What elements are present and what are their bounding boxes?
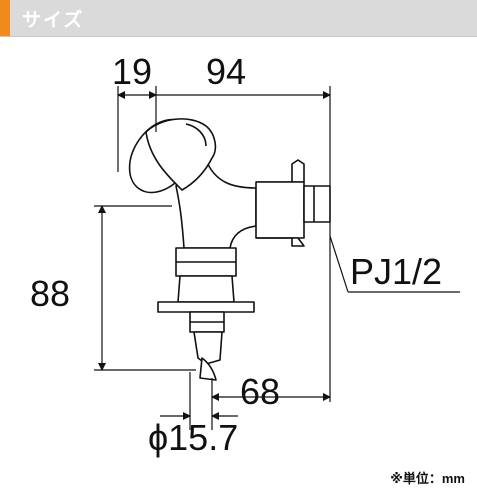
dim-top-left: 19 <box>112 51 152 92</box>
section-title: サイズ <box>22 9 85 31</box>
header-accent <box>0 0 10 36</box>
section-header: サイズ <box>0 0 477 37</box>
dim-right-bottom: 68 <box>240 371 280 412</box>
dim-left-height: 88 <box>30 273 70 314</box>
dim-diameter: ϕ15.7 <box>148 417 238 458</box>
dimension-lines <box>94 86 460 430</box>
unit-note: ※単位：mm <box>390 471 465 486</box>
faucet-outline <box>128 118 331 381</box>
dim-thread: PJ1/2 <box>350 251 442 292</box>
dim-top-right: 94 <box>206 51 246 92</box>
